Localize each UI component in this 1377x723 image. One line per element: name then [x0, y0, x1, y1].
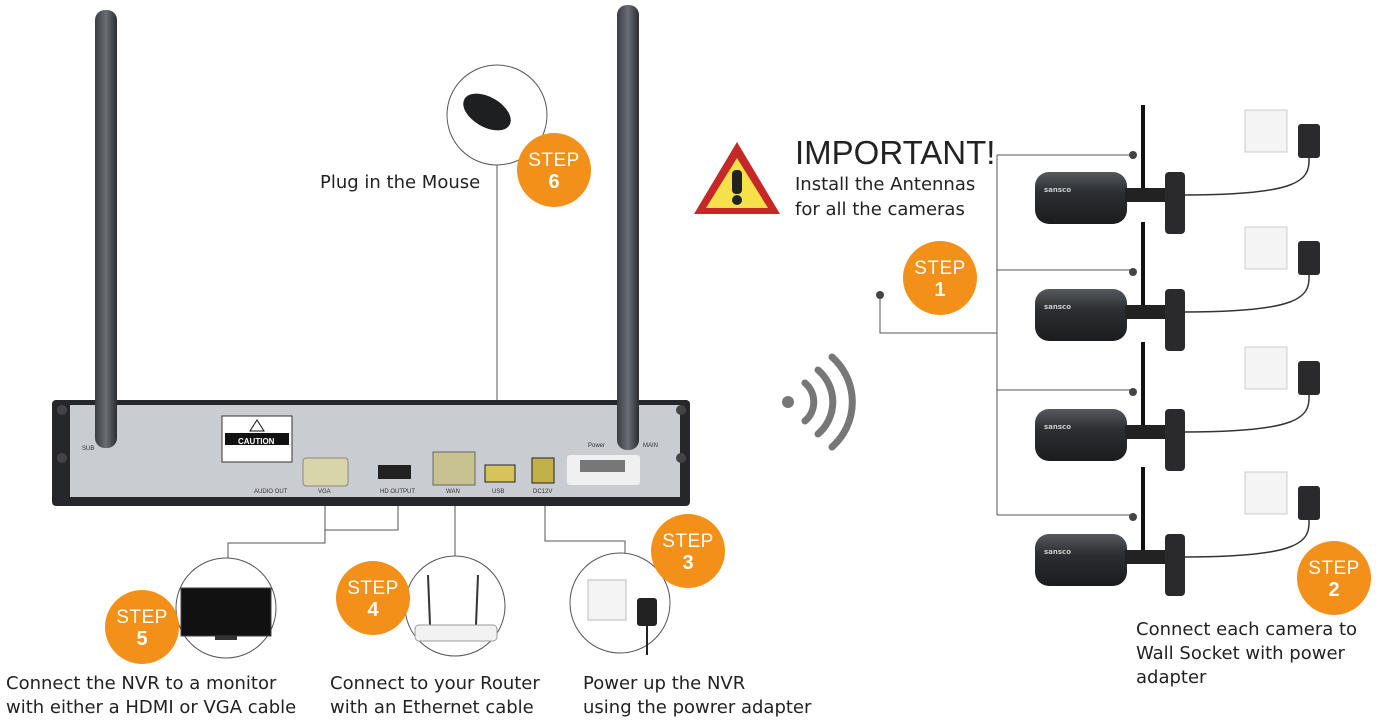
monitor-caption-2: with either a HDMI or VGA cable	[6, 697, 297, 718]
camera-brand: sansco	[1044, 548, 1071, 556]
antenna-right	[617, 5, 639, 450]
nvr-back-panel	[52, 400, 690, 506]
power-caption-2: using the powrer adapter	[583, 697, 812, 718]
camera-caption-3: adapter	[1136, 667, 1207, 688]
camera-brand: sansco	[1044, 303, 1071, 311]
important-line-1: Install the Antennas	[795, 174, 976, 195]
mouse-icon	[463, 93, 511, 131]
dc12v-port: DC12V	[533, 489, 553, 495]
audio-out-port: AUDIO OUT	[254, 489, 288, 495]
antenna-left	[95, 10, 117, 448]
important-title: IMPORTANT!	[795, 134, 996, 171]
hdmi-port: HD OUTPUT	[380, 489, 415, 495]
caution-label: CAUTION	[238, 437, 275, 446]
warning-icon	[694, 142, 780, 214]
usb-port: USB	[492, 489, 505, 495]
socket-plug-icon	[587, 579, 657, 655]
main-label: MAIN	[643, 443, 658, 449]
vga-port: VGA	[318, 489, 331, 495]
camera-brand: sansco	[1044, 186, 1071, 194]
mouse-caption: Plug in the Mouse	[320, 172, 481, 193]
camera-brand: sansco	[1044, 423, 1071, 431]
power-label: Power	[588, 443, 606, 449]
monitor-icon	[180, 587, 272, 637]
important-line-2: for all the cameras	[795, 199, 965, 220]
router-caption-1: Connect to your Router	[330, 673, 540, 694]
router-caption-2: with an Ethernet cable	[330, 697, 534, 718]
wan-port: WAN	[446, 489, 460, 495]
router-icon	[414, 574, 498, 642]
wifi-signal-icon	[782, 353, 856, 451]
camera-caption-1: Connect each camera to	[1136, 619, 1358, 640]
power-caption-1: Power up the NVR	[583, 673, 746, 694]
monitor-caption-1: Connect the NVR to a monitor	[6, 673, 277, 694]
camera-caption-2: Wall Socket with power	[1136, 643, 1345, 664]
sub-label: SUB	[82, 446, 95, 452]
